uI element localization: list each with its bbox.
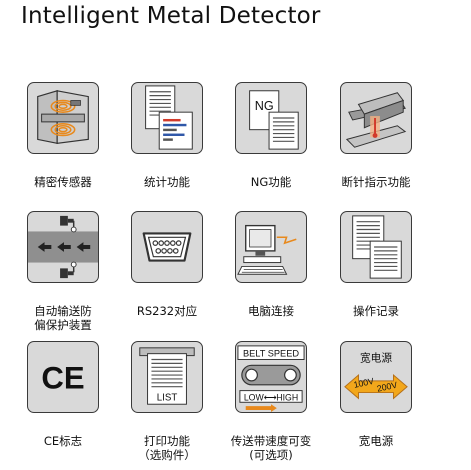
svg-text:100V: 100V (353, 376, 375, 390)
wide-power-icon: 宽电源 100V 200V (340, 341, 412, 413)
feature-label-operation-log: 操作记录 (353, 304, 399, 318)
feature-label-needle-position: 断针指示功能 (341, 175, 411, 189)
serial-port-icon (131, 211, 203, 283)
needle-indicator-icon (340, 82, 412, 154)
ng-document-icon: NG (235, 82, 307, 154)
feature-label-pc-connection: 电脑连接 (248, 304, 294, 318)
svg-text:LIST: LIST (157, 392, 178, 403)
computer-icon (235, 211, 307, 283)
feature-label-wide-power: 宽电源 (358, 434, 394, 448)
conveyor-arrows-icon (27, 211, 99, 283)
svg-text:200V: 200V (376, 380, 398, 394)
feature-label-belt-speed: 传送带速度可变 (可选项) (230, 434, 312, 462)
svg-text:LOW⟷HIGH: LOW⟷HIGH (244, 392, 298, 402)
printer-list-icon: LIST (131, 341, 203, 413)
sensor-icon (27, 82, 99, 154)
feature-label-rs232: RS232对应 (136, 304, 198, 318)
statistics-report-icon (131, 82, 203, 154)
feature-label-ng-function: NG功能 (250, 175, 292, 189)
svg-text:宽电源: 宽电源 (360, 351, 392, 364)
feature-label-print: 打印功能 （选购件） (138, 434, 196, 462)
feature-label-auto-conveyor-protection: 自动输送防 偏保护装置 (34, 304, 92, 332)
page-title: Intelligent Metal Detector (21, 3, 321, 29)
belt-speed-icon: BELT SPEED LOW⟷HIGH (235, 341, 307, 413)
ce-mark-icon: CE (27, 341, 99, 413)
feature-label-ce-mark: CE标志 (43, 434, 83, 448)
svg-text:NG: NG (255, 99, 274, 113)
svg-text:BELT SPEED: BELT SPEED (243, 349, 299, 359)
log-document-icon (340, 211, 412, 283)
feature-label-statistics: 统计功能 (144, 175, 190, 189)
svg-text:CE: CE (41, 361, 84, 396)
feature-label-precision-sensor: 精密传感器 (34, 175, 92, 189)
